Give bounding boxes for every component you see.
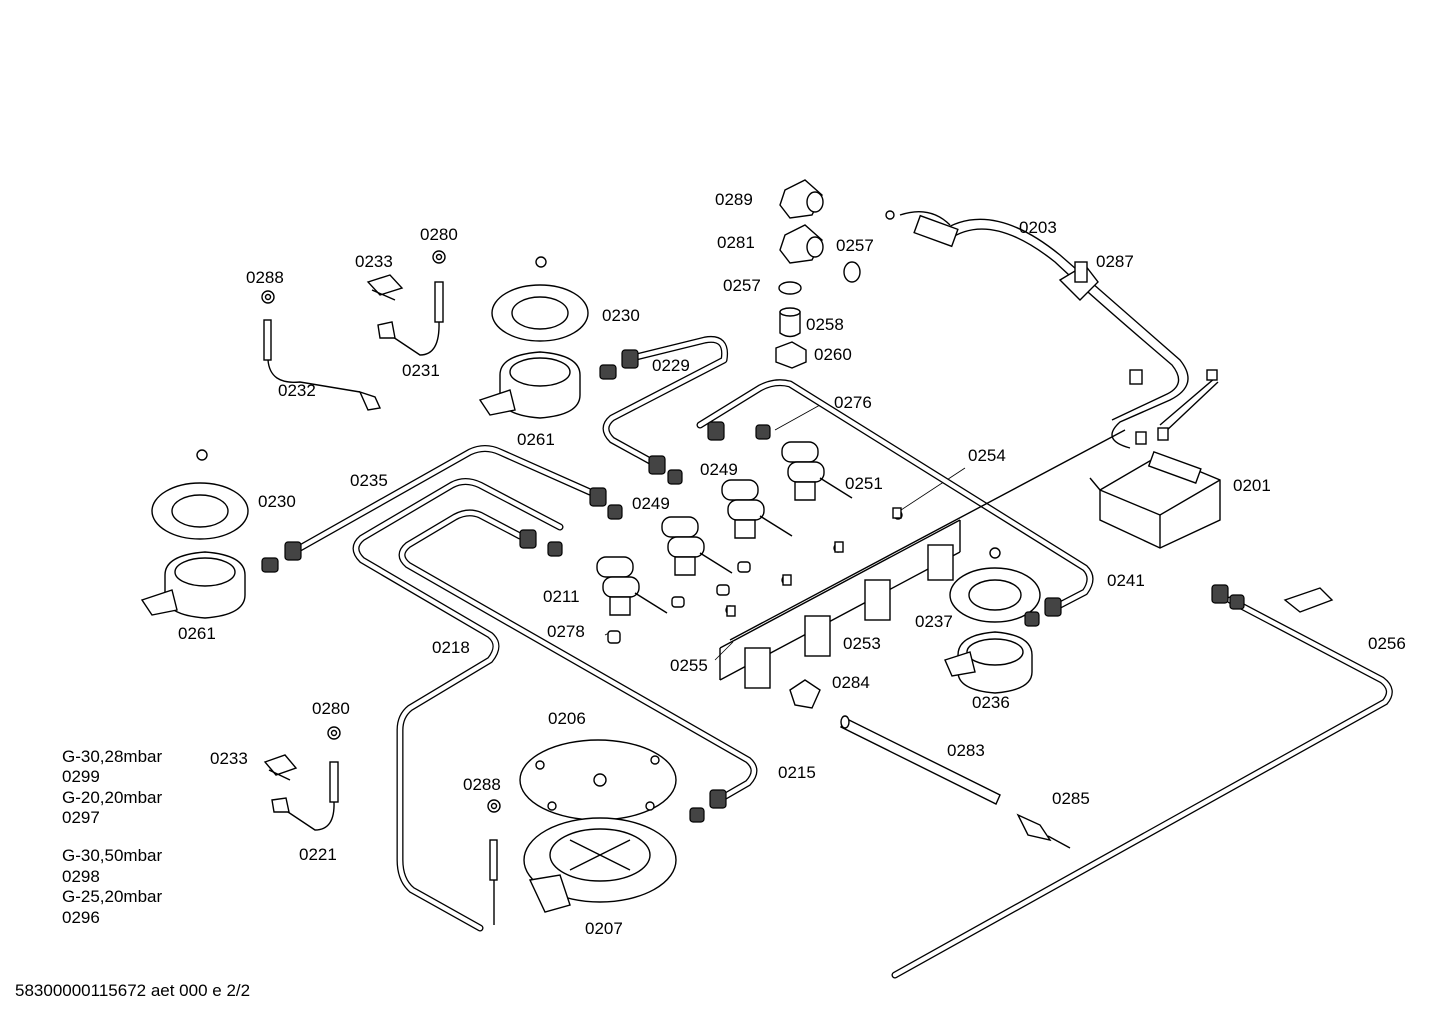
gas-legend-line-2: 0299 [62,767,100,786]
gas-legend-line-8: 0296 [62,908,100,927]
label-0230-top: 0230 [602,306,640,325]
label-0260: 0260 [814,345,852,364]
label-0232: 0232 [278,381,316,400]
label-0249-right: 0249 [700,460,738,479]
label-0283: 0283 [947,741,985,760]
label-0280-top: 0280 [420,225,458,244]
label-0257: 0257 [723,276,761,295]
label-0203: 0203 [1019,218,1057,237]
clips [263,274,404,781]
label-0236: 0236 [972,693,1010,712]
label-0230-left: 0230 [258,492,296,511]
label-0211: 0211 [543,587,580,606]
label-0251: 0251 [845,474,883,493]
gas-legend-line-3: G-20,20mbar [62,788,163,807]
label-0255: 0255 [670,656,708,675]
thermocouples [261,250,501,925]
label-0256: 0256 [1368,634,1406,653]
label-0284: 0284 [832,673,870,692]
burner-cup-left [140,449,249,619]
wiring-harness [729,210,1219,641]
document-footer-code: 58300000115672 aet 000 e 2/2 [15,981,251,1000]
label-0276: 0276 [834,393,872,412]
label-0287: 0287 [1096,252,1134,271]
control-module [1099,450,1221,549]
label-0215: 0215 [778,763,816,782]
label-0201: 0201 [1233,476,1271,495]
label-0288-top: 0288 [246,268,284,287]
label-0261-top: 0261 [517,430,555,449]
label-0235: 0235 [350,471,388,490]
label-0254: 0254 [968,446,1006,465]
label-0241: 0241 [1107,571,1145,590]
gas-legend-line-7: G-25,20mbar [62,887,163,906]
label-0249-left: 0249 [632,494,670,513]
gas-legend-line-1: G-30,28mbar [62,747,163,766]
label-0285: 0285 [1052,789,1090,808]
burner-cup-upper [478,256,589,419]
fittings [775,179,861,369]
label-0229: 0229 [652,356,690,375]
label-0237: 0237 [915,612,953,631]
label-0288-bottom: 0288 [463,775,501,794]
gas-legend-line-6: 0298 [62,867,100,886]
label-0231: 0231 [402,361,440,380]
burner-cup-right [944,547,1041,694]
label-0207: 0207 [585,919,623,938]
label-0221: 0221 [299,845,337,864]
label-0218: 0218 [432,638,470,657]
label-0278: 0278 [547,622,585,641]
gas-legend-line-5: G-30,50mbar [62,846,163,865]
label-0233-bottom: 0233 [210,749,248,768]
label-0281: 0281 [717,233,755,252]
leader-lines [604,404,966,661]
label-0289: 0289 [715,190,753,209]
gas-pipes [296,335,1393,979]
label-0253: 0253 [843,634,881,653]
label-0257-top: 0257 [836,236,874,255]
label-0206: 0206 [548,709,586,728]
gas-legend-line-4: 0297 [62,808,100,827]
small-parts [607,507,902,644]
wok-burner [519,739,677,913]
label-0233-top: 0233 [355,252,393,271]
gas-taps [596,441,853,616]
pipe-nuts [261,349,1334,823]
ignition-parts [789,679,1071,849]
label-0261-left: 0261 [178,624,216,643]
label-0280-bottom: 0280 [312,699,350,718]
label-0258: 0258 [806,315,844,334]
